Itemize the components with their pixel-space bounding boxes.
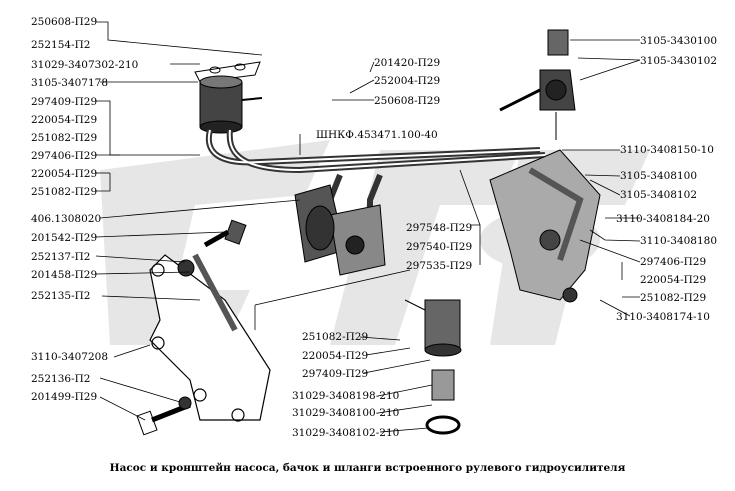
part-label: 31029-3408100-210 [292, 407, 400, 419]
pressure-fittings [404, 299, 462, 435]
part-label: 31029-3408198-210 [292, 390, 400, 402]
part-label: 250608-П29 [31, 16, 98, 28]
part-label: 406.1308020 [31, 213, 102, 225]
part-label: 297409-П29 [31, 96, 98, 108]
diagram-caption: Насос и кронштейн насоса, бачок и шланги… [109, 462, 626, 474]
part-label: 220054-П29 [31, 114, 98, 126]
part-label: 3110-3407208 [31, 351, 109, 363]
part-label: 3105-3408100 [620, 170, 698, 182]
part-label: 297548-П29 [406, 222, 473, 234]
part-label: 201542-П29 [31, 232, 98, 244]
part-label: 252136-П2 [31, 373, 91, 385]
part-label: 3110-3408150-10 [620, 144, 714, 156]
part-label: 252004-П29 [374, 75, 441, 87]
pump-assembly [294, 184, 386, 276]
leader-lines [95, 21, 641, 433]
part-label: 252154-П2 [31, 39, 91, 51]
part-label: 3105-3408102 [620, 189, 698, 201]
steering-gear [489, 149, 601, 303]
part-label: 297409-П29 [302, 368, 369, 380]
part-label: 297406-П29 [31, 150, 98, 162]
part-label: 3105-3430102 [640, 55, 718, 67]
part-label: 251082-П29 [31, 186, 98, 198]
part-label: 220054-П29 [302, 350, 369, 362]
part-label: 201499-П29 [31, 391, 98, 403]
part-label: 252135-П2 [31, 290, 91, 302]
part-label: 251082-П29 [302, 331, 369, 343]
part-label: ШНКФ.453471.100-40 [316, 129, 438, 141]
part-label: 3110-3408180 [640, 235, 718, 247]
part-label: 250608-П29 [374, 95, 441, 107]
part-label: 297406-П29 [640, 256, 707, 268]
part-label: 31029-3407302-210 [31, 59, 139, 71]
part-label: 3110-3408184-20 [616, 213, 710, 225]
part-label: 251082-П29 [640, 292, 707, 304]
part-label: 31029-3408102-210 [292, 427, 400, 439]
part-label: 297540-П29 [406, 241, 473, 253]
part-label: 201458-П29 [31, 269, 98, 281]
part-label: 201420-П29 [374, 57, 441, 69]
part-label: 3105-3430100 [640, 35, 718, 47]
part-label: 297535-П29 [406, 260, 473, 272]
part-label: 3105-3407178 [31, 77, 109, 89]
reservoir-assembly [194, 61, 263, 134]
banjo-fitting [499, 29, 576, 140]
pump-bracket [149, 253, 271, 422]
part-label: 220054-П29 [31, 168, 98, 180]
part-label: 252137-П2 [31, 251, 91, 263]
part-label: 3110-3408174-10 [616, 311, 710, 323]
part-label: 251082-П29 [31, 132, 98, 144]
part-label: 220054-П29 [640, 274, 707, 286]
